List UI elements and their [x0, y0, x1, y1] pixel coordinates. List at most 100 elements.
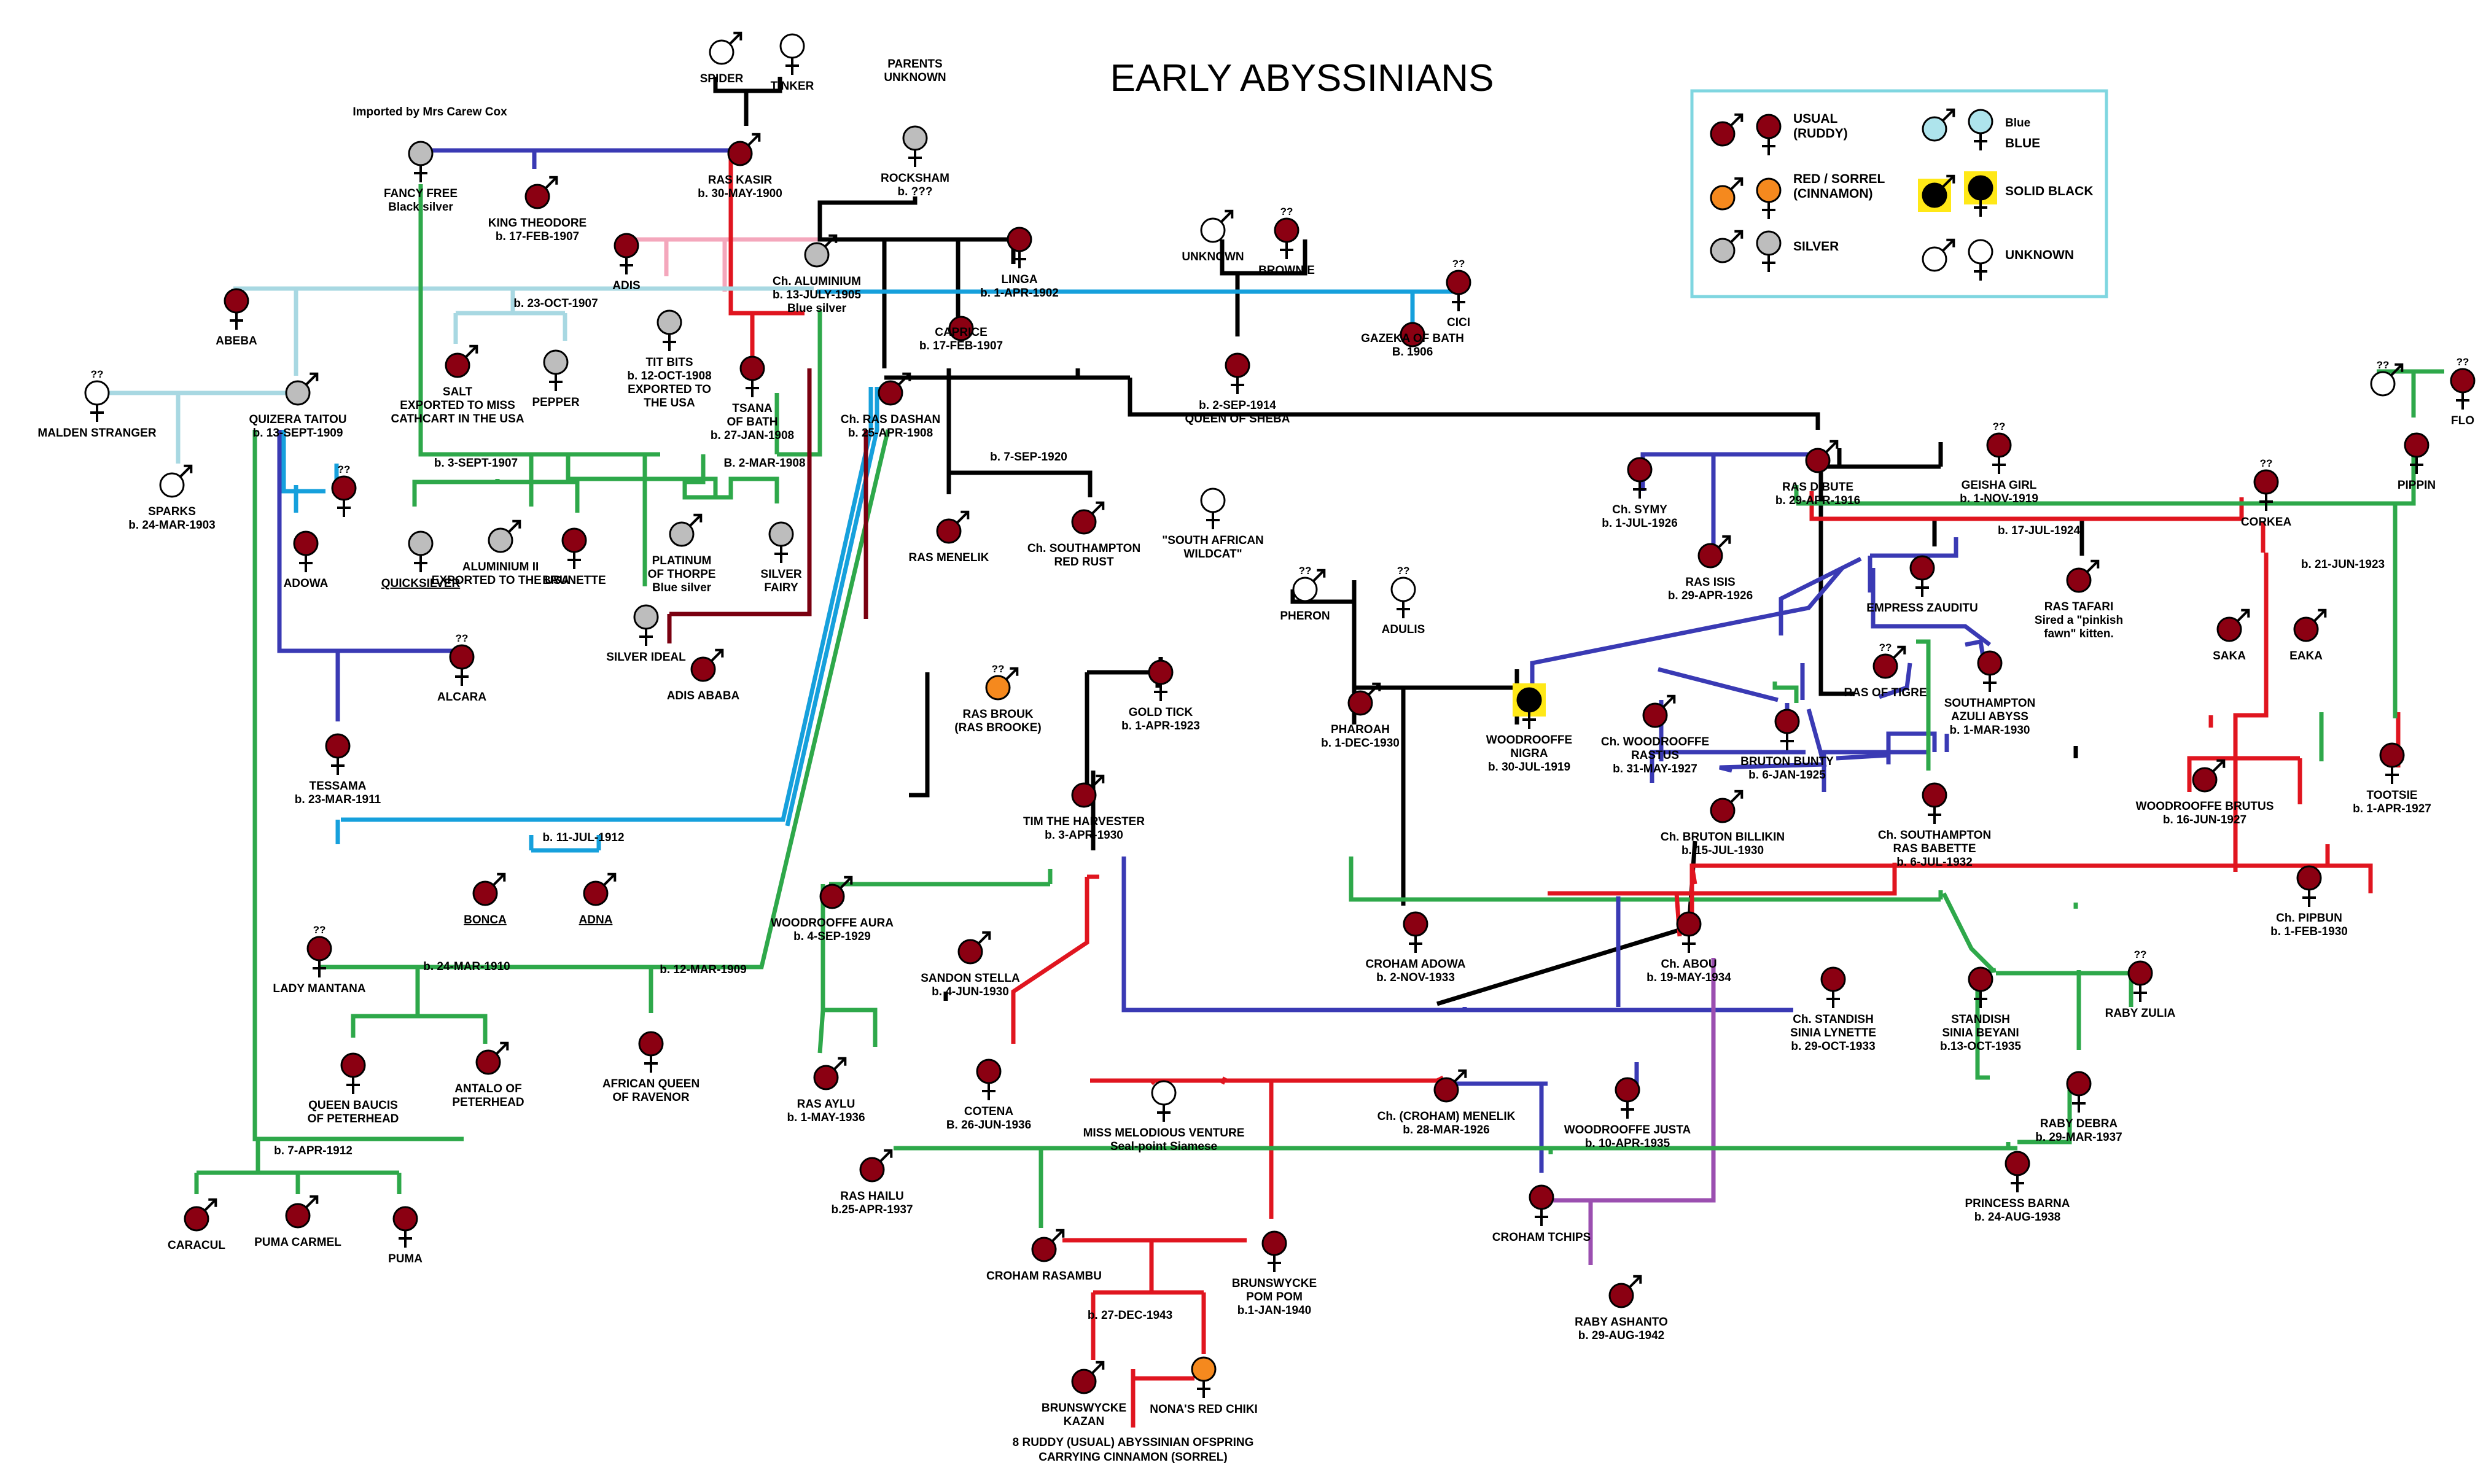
connector-line	[2187, 756, 2300, 764]
male-arrowhead	[1633, 1275, 1642, 1284]
cat-detail: FAIRY	[764, 581, 798, 594]
legend-label: BLUE	[2005, 136, 2040, 150]
male-arrowhead	[549, 176, 558, 185]
color-dot	[1774, 709, 1800, 734]
cat-detail: QUEEN OF SHEBA	[1185, 413, 1290, 425]
cat-name: CROHAM RASAMBU	[986, 1270, 1102, 1283]
male-arrow	[1729, 114, 1743, 127]
footnote-line: 8 RUDDY (USUAL) ABYSSINIAN OFSPRING	[1013, 1436, 1254, 1449]
male-arrowhead	[715, 648, 724, 658]
color-dot	[285, 1203, 311, 1229]
date-note: B. 2-MAR-1908	[723, 457, 805, 470]
cat-name: Ch. RAS DASHAN	[841, 413, 941, 426]
cat-caracul: CARACUL	[168, 1198, 225, 1252]
connector-line	[817, 196, 918, 228]
connector-line	[1131, 1369, 1194, 1381]
male-arrow	[1091, 1361, 1104, 1375]
cat-detail: PETERHEAD	[452, 1096, 524, 1109]
cat-name: Ch. SYMY	[1612, 503, 1667, 516]
cat-detail: THE USA	[644, 397, 695, 410]
color-dot	[1433, 1077, 1459, 1103]
connector-line	[1530, 566, 1844, 691]
color-dot	[2192, 767, 2218, 793]
color-dot	[1756, 177, 1782, 203]
cat-name: ANTALO OF	[454, 1082, 521, 1095]
color-dot	[1710, 798, 1736, 823]
unknown-marker: ??	[2134, 949, 2147, 960]
cat-detail: b. 3-APR-1930	[1045, 829, 1123, 842]
color-dot	[948, 316, 974, 341]
cat-name: SANDON STELLA	[921, 972, 1020, 985]
color-dot	[1151, 1080, 1177, 1106]
male-arrow	[2236, 609, 2250, 623]
connector-line	[946, 378, 1093, 497]
male-arrow	[1628, 1275, 1642, 1289]
color-dot	[690, 656, 716, 682]
cat-ras-tigre: ??RAS OF TIGRE	[1844, 642, 1927, 699]
cat-name: ADIS	[612, 279, 640, 292]
connector-line	[1886, 731, 1937, 752]
color-dot	[184, 1206, 209, 1232]
male-arrow	[2211, 759, 2225, 773]
date-note: b. 27-DEC-1943	[1088, 1309, 1172, 1322]
connector-line	[1878, 662, 1912, 699]
cat-name: GOLD TICK	[1129, 706, 1193, 719]
male-arrowhead	[2318, 608, 2327, 618]
male-arrow	[839, 876, 852, 890]
color-dot	[1697, 543, 1723, 569]
color-dot	[1756, 230, 1782, 256]
cat-name: TIT BITS	[645, 356, 693, 369]
cat-empress: EMPRESS ZAUDITU	[1866, 555, 1978, 615]
cat-name: Ch. ALUMINIUM	[773, 275, 861, 288]
male-arrowhead	[1734, 177, 1744, 186]
color-dot	[819, 884, 845, 909]
color-dot	[2296, 865, 2322, 891]
cat-name: FLO	[2451, 414, 2474, 427]
cat-detail: b. 12-OCT-1908	[627, 370, 711, 383]
male-arrowhead	[1096, 1361, 1105, 1370]
connector-line	[1719, 709, 1827, 773]
male-arrowhead	[838, 1057, 847, 1066]
date-note: b. 23-OCT-1907	[513, 297, 598, 310]
male-arrow	[824, 235, 837, 248]
color-dot	[1968, 175, 1993, 201]
cat-name: ADULIS	[1382, 623, 1425, 636]
male-arrowhead	[960, 510, 970, 519]
color-dot	[878, 380, 903, 406]
cat-name: ALCARA	[437, 691, 486, 704]
male-arrow	[1662, 695, 1675, 709]
cat-brownie: ??BROWNIE	[1258, 206, 1315, 277]
male-arrow	[1005, 667, 1018, 681]
male-arrow	[879, 1149, 892, 1163]
color-dot	[1805, 448, 1831, 473]
color-dot	[1909, 555, 1935, 581]
cat-name: MALDEN STRANGER	[37, 427, 156, 440]
cat-abeba: ABEBA	[216, 288, 257, 348]
cat-detail: b. 1-JUL-1926	[1602, 517, 1678, 530]
male-arrowhead	[1096, 774, 1105, 783]
male-arrowhead	[902, 372, 911, 381]
cat-flo: ??FLO	[2450, 356, 2476, 427]
connector-line	[669, 368, 812, 616]
cat-detail: b. 1-APR-1927	[2353, 802, 2431, 815]
legend-label: UNKNOWN	[2005, 248, 2074, 262]
color-dot	[2293, 616, 2319, 642]
connector-line	[1640, 452, 1713, 491]
color-dot	[1922, 246, 1947, 272]
cat-detail: b. 31-MAY-1927	[1613, 763, 1697, 775]
connector-line	[817, 228, 1013, 242]
color-dot	[1608, 1283, 1634, 1308]
cat-name: Ch. ABOU	[1661, 958, 1716, 971]
male-arrowhead	[2090, 559, 2100, 569]
male-arrow	[507, 520, 521, 534]
unknown-marker: ??	[456, 632, 469, 644]
connector-line	[2017, 1081, 2072, 1144]
cat-name: BRUNETTE	[542, 574, 606, 587]
